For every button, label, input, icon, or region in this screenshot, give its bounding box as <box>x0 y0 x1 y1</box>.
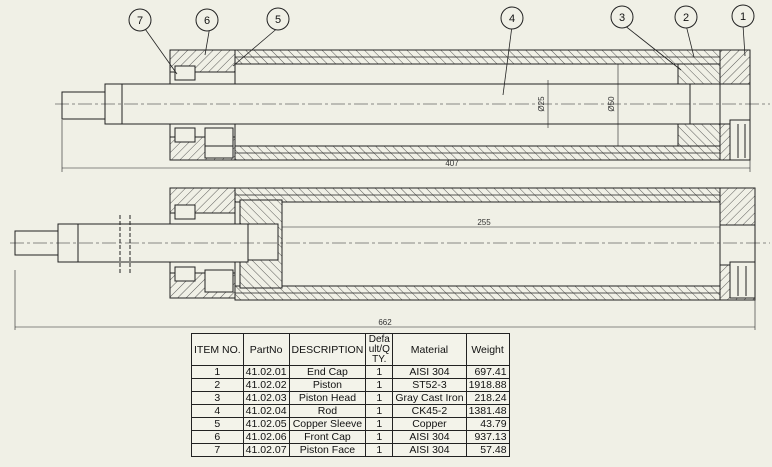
bom-cell-material: AISI 304 <box>392 430 467 444</box>
bom-cell-weight: 697.41 <box>465 365 510 379</box>
bom-cell-part-no: 41.02.02 <box>242 378 290 392</box>
bom-cell-item: 2 <box>191 378 244 392</box>
bom-cell-part-no: 41.02.07 <box>242 443 290 457</box>
bom-cell-item: 7 <box>191 443 244 457</box>
bom-cell-part-no: 41.02.03 <box>242 391 290 405</box>
bill-of-materials: ITEM NO. PartNo DESCRIPTION Defa ult/Q T… <box>191 333 510 457</box>
balloon-4: 4 <box>500 6 524 30</box>
dim-bottom-length: 662 <box>378 318 392 327</box>
balloon-1: 1 <box>731 4 755 28</box>
bom-header-partno: PartNo <box>242 333 290 366</box>
bom-cell-description: End Cap <box>288 365 367 379</box>
bom-header-description: DESCRIPTION <box>288 333 367 366</box>
bom-cell-item: 3 <box>191 391 244 405</box>
balloon-5-label: 5 <box>275 14 281 26</box>
bom-cell-description: Piston Head <box>288 391 367 405</box>
bom-cell-item: 5 <box>191 417 244 431</box>
balloon-group <box>142 24 746 96</box>
bom-cell-qty: 1 <box>365 443 394 457</box>
bom-header-item: ITEM NO. <box>191 333 244 366</box>
bom-cell-qty: 1 <box>365 404 394 418</box>
bom-cell-part-no: 41.02.01 <box>242 365 290 379</box>
bom-cell-part-no: 41.02.06 <box>242 430 290 444</box>
bom-header-weight: Weight <box>465 333 510 366</box>
dim-bore-diameter: Ø50 <box>607 96 616 112</box>
dim-top-length: 407 <box>445 159 459 168</box>
bom-header-qty: Defa ult/Q TY. <box>365 333 394 366</box>
bom-cell-weight: 43.79 <box>465 417 510 431</box>
bom-cell-material: AISI 304 <box>392 365 467 379</box>
bom-cell-material: AISI 304 <box>392 443 467 457</box>
bom-cell-description: Piston <box>288 378 367 392</box>
bottom-section-view <box>10 187 770 330</box>
dim-stroke: 255 <box>477 218 491 227</box>
bom-cell-qty: 1 <box>365 365 394 379</box>
bom-cell-weight: 1381.48 <box>465 404 510 418</box>
top-section-view <box>55 49 770 172</box>
balloon-7: 7 <box>128 8 152 32</box>
bom-cell-weight: 1918.88 <box>465 378 510 392</box>
bom-cell-weight: 218.24 <box>465 391 510 405</box>
balloon-5: 5 <box>266 7 290 31</box>
bom-cell-qty: 1 <box>365 391 394 405</box>
dim-rod-diameter: Ø25 <box>537 96 546 112</box>
bom-header-row: ITEM NO. PartNo DESCRIPTION Defa ult/Q T… <box>191 333 510 366</box>
bom-cell-qty: 1 <box>365 430 394 444</box>
bom-cell-description: Piston Face <box>288 443 367 457</box>
balloon-2-label: 2 <box>683 12 689 24</box>
bom-cell-item: 1 <box>191 365 244 379</box>
bom-cell-description: Rod <box>288 404 367 418</box>
bom-cell-item: 6 <box>191 430 244 444</box>
bom-cell-material: Copper <box>392 417 467 431</box>
bom-header-material: Material <box>392 333 467 366</box>
balloon-1-label: 1 <box>740 11 746 23</box>
bom-cell-qty: 1 <box>365 417 394 431</box>
balloon-2: 2 <box>674 5 698 29</box>
balloon-6: 6 <box>195 8 219 32</box>
bom-cell-part-no: 41.02.04 <box>242 404 290 418</box>
balloon-4-label: 4 <box>509 13 515 25</box>
bom-cell-weight: 57.48 <box>465 443 510 457</box>
bom-cell-description: Copper Sleeve <box>288 417 367 431</box>
balloon-3-label: 3 <box>619 12 625 24</box>
balloon-3: 3 <box>610 5 634 29</box>
bom-cell-item: 4 <box>191 404 244 418</box>
bom-cell-part-no: 41.02.05 <box>242 417 290 431</box>
balloon-7-label: 7 <box>137 15 143 27</box>
bom-cell-weight: 937.13 <box>465 430 510 444</box>
bom-cell-description: Front Cap <box>288 430 367 444</box>
balloon-6-label: 6 <box>204 15 210 27</box>
bom-cell-material: Gray Cast Iron <box>392 391 467 405</box>
bom-cell-qty: 1 <box>365 378 394 392</box>
bom-cell-material: CK45-2 <box>392 404 467 418</box>
bom-cell-material: ST52-3 <box>392 378 467 392</box>
